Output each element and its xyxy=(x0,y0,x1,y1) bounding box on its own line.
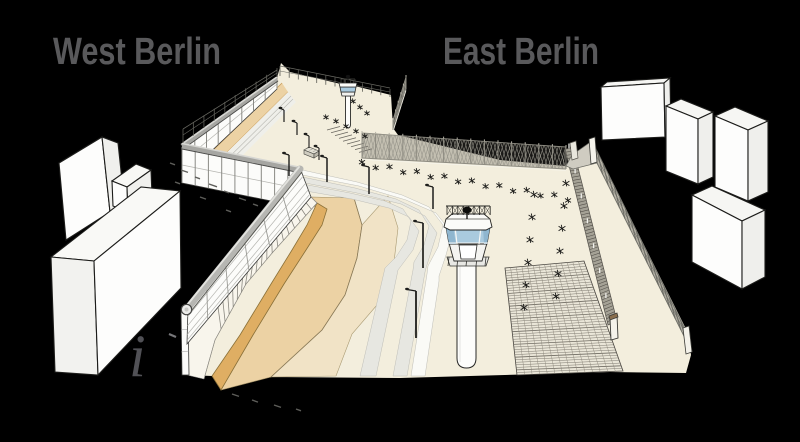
svg-text:East Berlin: East Berlin xyxy=(443,31,599,73)
svg-text:i: i xyxy=(129,323,146,389)
svg-text:West Berlin: West Berlin xyxy=(53,31,221,73)
